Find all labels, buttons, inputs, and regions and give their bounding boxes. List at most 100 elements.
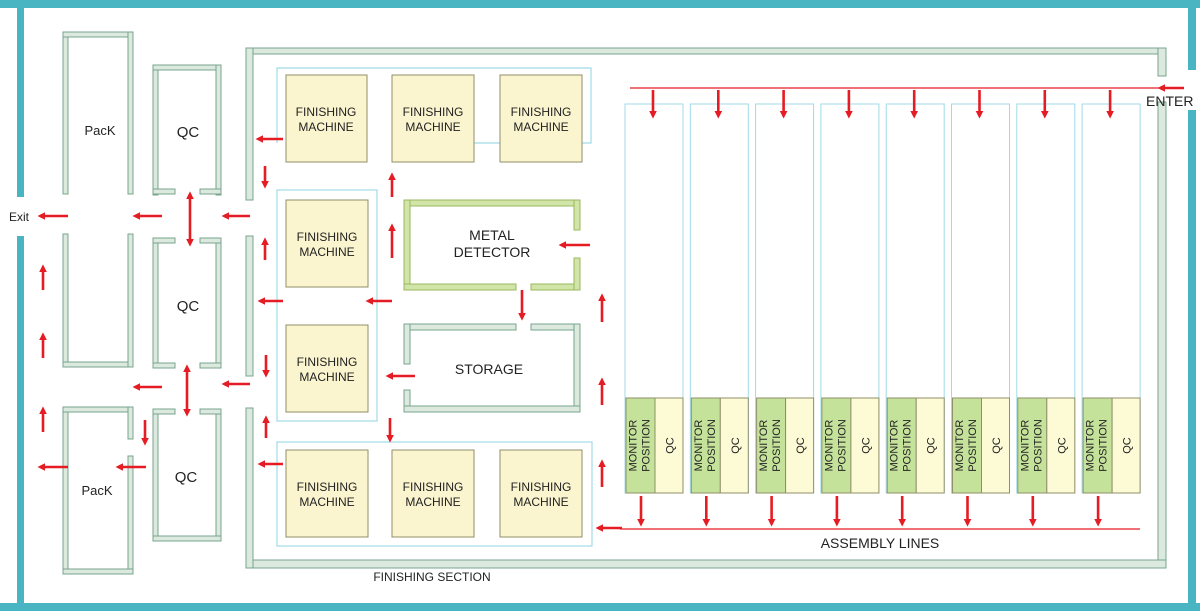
monitor-label-line1: MONITOR: [889, 420, 901, 472]
qc-station-bottom: QC: [152, 408, 222, 542]
machine-label-line1: FINISHING: [297, 480, 358, 494]
machine-label-line2: MACHINE: [299, 245, 354, 259]
zone-middle: [276, 189, 378, 422]
pack-label: PacK: [81, 483, 112, 498]
qc-label: QC: [177, 124, 200, 141]
pack-station-top: PacK: [62, 31, 134, 195]
line-qc-cell: [915, 397, 945, 494]
monitor-label-line1: MONITOR: [693, 420, 705, 472]
machine-label-line1: FINISHING: [297, 355, 358, 369]
monitor-position-cell: [756, 397, 787, 494]
right-wall-upper: [1188, 0, 1196, 70]
metal-detector-room: METAL DETECTOR: [403, 199, 581, 291]
bottom-wall: [0, 603, 1200, 611]
enter-label: ENTER: [1146, 93, 1193, 109]
line-qc-cell: [719, 397, 749, 494]
line-qc-cell: [785, 397, 815, 494]
right-wall-lower: [1188, 110, 1196, 611]
zone-bottom: [276, 441, 593, 547]
metal-detector-label-line2: DETECTOR: [454, 244, 531, 260]
pack-station-bottom: PacK: [62, 406, 134, 575]
monitor-position-cell: [1082, 397, 1113, 494]
monitor-label-line2: POSITION: [1098, 419, 1110, 472]
finishing-machine: FINISHING MACHINE: [391, 449, 475, 538]
line-qc-cell: [850, 397, 880, 494]
machine-label-line2: MACHINE: [298, 120, 353, 134]
finishing-machine: FINISHING MACHINE: [499, 74, 583, 163]
line-qc-cell: [1111, 397, 1141, 494]
monitor-label-line1: MONITOR: [954, 420, 966, 472]
monitor-position-cell: [952, 397, 982, 494]
machine-label-line2: MACHINE: [405, 120, 460, 134]
line-qc-label: QC: [795, 437, 807, 454]
finishing-machine: FINISHING MACHINE: [285, 324, 369, 413]
machine-label-line1: FINISHING: [403, 105, 464, 119]
line-qc-cell: [981, 397, 1010, 494]
monitor-label-line1: MONITOR: [628, 420, 640, 472]
monitor-label-line2: POSITION: [836, 419, 848, 472]
finishing-machine: FINISHING MACHINE: [499, 449, 583, 538]
monitor-label-line2: POSITION: [967, 419, 979, 472]
line-qc-label: QC: [860, 437, 872, 454]
pack-station-middle: [62, 233, 134, 368]
monitor-label-line2: POSITION: [771, 419, 783, 472]
machine-label-line2: MACHINE: [513, 120, 568, 134]
finishing-machine: FINISHING MACHINE: [285, 199, 369, 288]
machine-label-line1: FINISHING: [297, 230, 358, 244]
monitor-position-cell: [625, 397, 656, 494]
machine-label-line2: MACHINE: [513, 495, 568, 509]
line-qc-label: QC: [1122, 437, 1134, 454]
machine-label-line1: FINISHING: [511, 480, 572, 494]
finishing-machines: FINISHING MACHINE FINISHING MACHINE FINI…: [285, 74, 583, 538]
monitor-position-cell: [821, 397, 852, 494]
line-qc-label: QC: [1056, 437, 1068, 454]
monitor-label-line2: POSITION: [641, 419, 653, 472]
assembly-lines-label: ASSEMBLY LINES: [821, 535, 940, 551]
storage-label: STORAGE: [455, 361, 523, 377]
qc-label: QC: [177, 298, 200, 315]
line-qc-label: QC: [665, 437, 677, 454]
top-wall: [0, 0, 1200, 8]
monitor-label-line2: POSITION: [902, 419, 914, 472]
monitor-label-line1: MONITOR: [1085, 420, 1097, 472]
monitor-label-line2: POSITION: [706, 419, 718, 472]
monitor-label-line1: MONITOR: [823, 420, 835, 472]
qc-station-top: QC: [152, 64, 222, 196]
line-qc-cell: [654, 397, 684, 494]
flow-arrows: [37, 84, 1184, 532]
machine-label-line2: MACHINE: [405, 495, 460, 509]
monitor-label-line1: MONITOR: [758, 420, 770, 472]
metal-detector-label-line1: METAL: [469, 227, 515, 243]
finishing-section-label: FINISHING SECTION: [373, 570, 490, 584]
left-wall-upper: [17, 0, 24, 197]
machine-label-line1: FINISHING: [511, 105, 572, 119]
machine-label-line2: MACHINE: [299, 370, 354, 384]
line-qc-label: QC: [926, 437, 938, 454]
monitor-label-line2: POSITION: [1032, 419, 1044, 472]
finishing-section-wall: [245, 47, 1167, 569]
line-qc-label: QC: [730, 437, 742, 454]
line-qc-cell: [1046, 397, 1076, 494]
line-qc-label: QC: [991, 437, 1003, 454]
left-wall-lower: [17, 236, 24, 611]
qc-station-middle: QC: [152, 237, 222, 369]
qc-label: QC: [175, 469, 198, 486]
finishing-machine: FINISHING MACHINE: [285, 449, 369, 538]
pack-label: PacK: [84, 123, 115, 138]
exit-label: Exit: [9, 210, 30, 224]
finishing-machine: FINISHING MACHINE: [391, 74, 475, 163]
machine-label-line1: FINISHING: [403, 480, 464, 494]
storage-room: STORAGE: [403, 323, 581, 413]
machine-label-line1: FINISHING: [296, 105, 357, 119]
